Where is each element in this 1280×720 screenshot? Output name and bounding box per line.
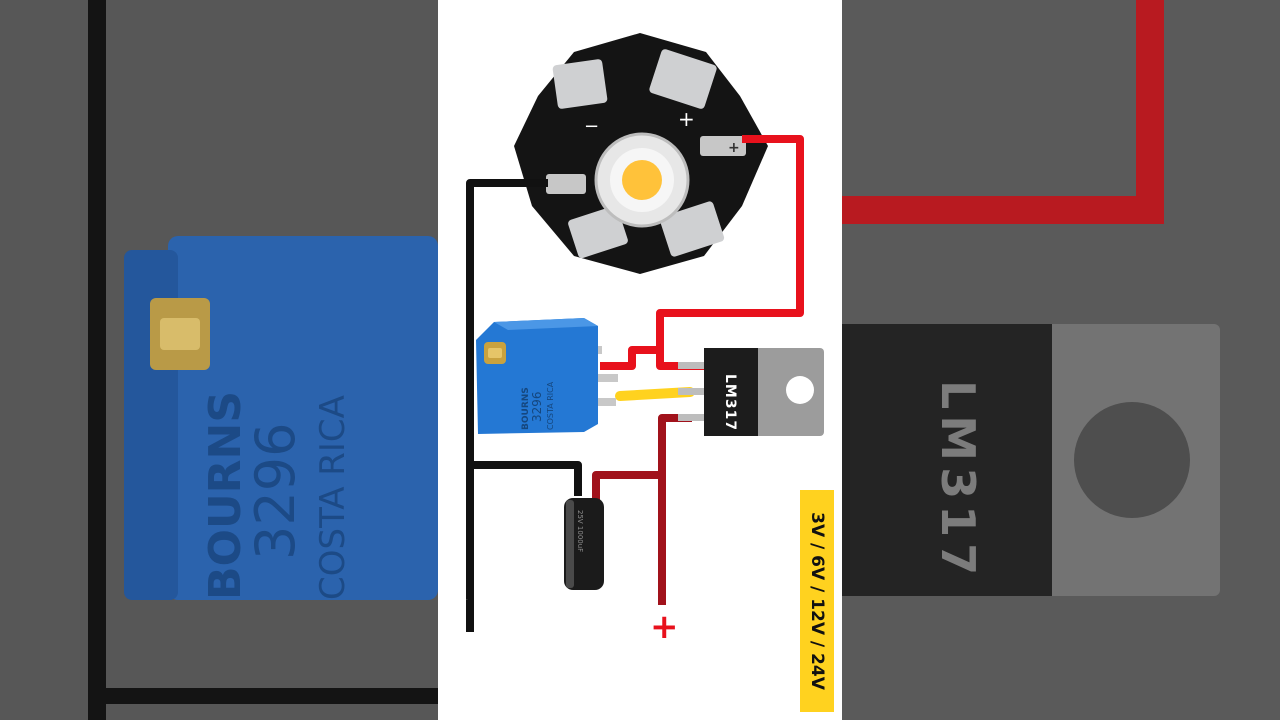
- bg-potentiometer-body: [168, 236, 438, 600]
- bg-black-wire-horizontal: [88, 688, 438, 704]
- regulator-pin-output: [678, 362, 710, 369]
- bg-regulator-text: LM317: [931, 380, 985, 581]
- wire-pot-to-output: [600, 346, 660, 370]
- regulator-body: [704, 348, 758, 436]
- bg-pot-model-text: 3296: [244, 423, 307, 560]
- regulator-pin-adjust: [678, 388, 710, 395]
- lm317-regulator: LM317: [678, 348, 824, 436]
- wire-led-to-output: [656, 135, 804, 370]
- led-cathode-tab: [546, 174, 586, 194]
- bg-regulator-hole: [1074, 402, 1190, 518]
- led-pad-bottom-left: [568, 205, 628, 259]
- background-right-zoom: LM317: [842, 0, 1280, 720]
- potentiometer: BOURNS 3296 COSTA RICA: [476, 318, 618, 434]
- circuit-diagram: − + + BOURNS 3296 COSTA RICA: [466, 33, 824, 647]
- regulator-pin-input: [678, 414, 710, 421]
- led-tab-plus-mark: +: [728, 140, 740, 156]
- led-pad-top-right: [649, 49, 717, 109]
- voltage-range-text: 3V / 6V / 12V / 24V: [807, 512, 827, 690]
- background-left-art: BOURNS 3296 COSTA RICA: [0, 0, 438, 720]
- wire-negative-capacitor: [470, 461, 582, 496]
- bg-black-wire-vertical: [88, 0, 106, 720]
- bg-pot-brand-text: BOURNS: [200, 391, 251, 600]
- potentiometer-origin-text: COSTA RICA: [546, 381, 555, 430]
- capacitor-label: 25V 1000uF: [576, 510, 584, 552]
- bg-red-wire-horizontal: [842, 196, 1164, 224]
- potentiometer-brand-text: BOURNS: [521, 387, 531, 430]
- circuit-panel: − + + BOURNS 3296 COSTA RICA: [438, 0, 842, 720]
- wire-positive-capacitor: [592, 471, 662, 500]
- led-plus-mark: +: [678, 107, 695, 131]
- voltage-range-label: 3V / 6V / 12V / 24V: [800, 490, 834, 712]
- bg-pot-origin-text: COSTA RICA: [313, 395, 353, 600]
- negative-terminal-label: −: [466, 599, 468, 601]
- potentiometer-model-text: 3296: [530, 391, 544, 422]
- led-pad-bottom-right: [659, 201, 725, 257]
- negative-terminal-mark: [466, 606, 474, 632]
- bg-red-wire-vertical: [1136, 0, 1164, 224]
- electrolytic-capacitor: 25V 1000uF: [564, 498, 604, 590]
- led-anode-tab: [700, 136, 746, 156]
- positive-terminal-label: +: [650, 607, 679, 647]
- potentiometer-body: [476, 318, 598, 434]
- led-pad-top-left: [552, 59, 608, 109]
- background-right-art: LM317: [842, 0, 1280, 720]
- wire-negative-led: [466, 179, 548, 632]
- led-emitter: [622, 160, 662, 200]
- background-left-zoom: BOURNS 3296 COSTA RICA: [0, 0, 438, 720]
- led-minus-mark: −: [584, 116, 599, 137]
- regulator-label: LM317: [722, 374, 738, 431]
- regulator-mounting-hole: [786, 376, 814, 404]
- wire-positive-input: [658, 414, 692, 605]
- led-star-board: − + +: [514, 33, 768, 274]
- bg-regulator-body: [842, 324, 1052, 596]
